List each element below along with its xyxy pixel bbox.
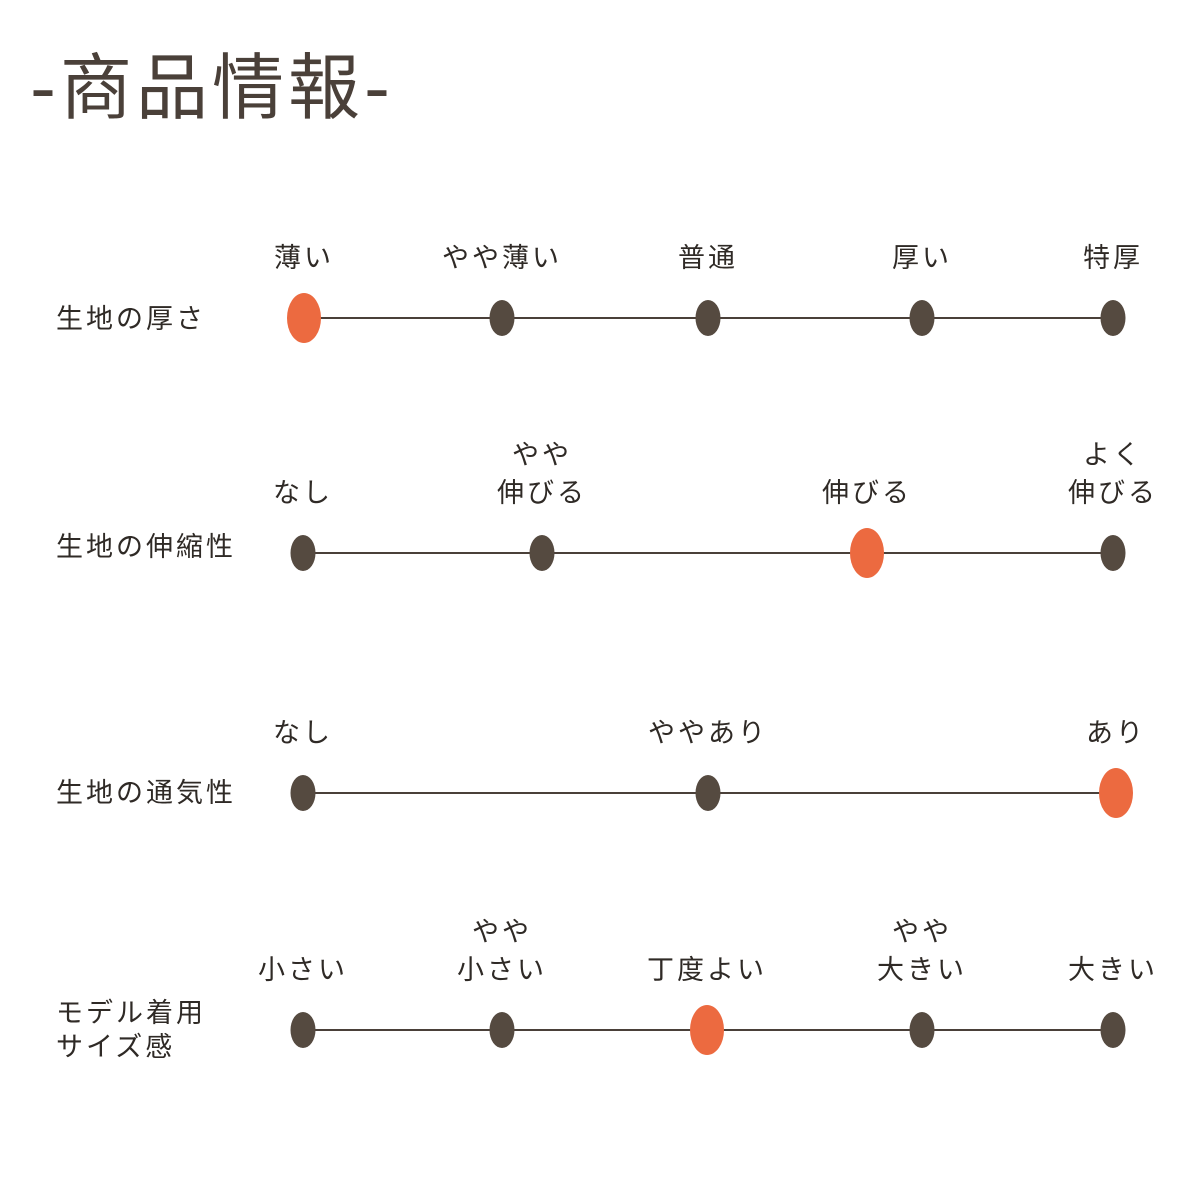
option-label-line: なし xyxy=(273,478,333,509)
row-label-line: サイズ感 xyxy=(56,1032,176,1063)
option-label-line: 伸びる xyxy=(497,478,587,509)
option-label-line: 丁度よい xyxy=(647,955,767,986)
scale-option-label: 特厚 xyxy=(1083,240,1143,278)
selected-scale-dot xyxy=(690,1005,724,1055)
scale-option-label: やや小さい xyxy=(457,914,547,990)
scale-dot xyxy=(290,535,316,571)
selected-scale-dot xyxy=(1099,768,1133,818)
scale-option-label: やや大きい xyxy=(877,914,967,990)
scale-option-label: 丁度よい xyxy=(647,952,767,990)
scale-dot xyxy=(489,1012,515,1048)
option-label-line: あり xyxy=(1086,718,1146,749)
scale-option-label: なし xyxy=(273,715,333,753)
row-label: モデル着用サイズ感 xyxy=(56,997,206,1065)
option-label-line: 伸びる xyxy=(822,478,912,509)
scale-dot xyxy=(695,775,721,811)
scale-option-label: やや伸びる xyxy=(497,437,587,513)
scale-option-label: 普通 xyxy=(678,240,738,278)
scale-dot xyxy=(290,775,316,811)
row-label-line: 生地の厚さ xyxy=(56,304,206,335)
option-label-line: やや xyxy=(472,917,532,948)
scale-option-label: なし xyxy=(273,475,333,513)
option-label-line: 特厚 xyxy=(1083,243,1143,274)
row-label: 生地の通気性 xyxy=(56,777,236,811)
option-label-line: やや xyxy=(892,917,952,948)
option-label-line: ややあり xyxy=(648,718,768,749)
scale-line xyxy=(303,552,1113,554)
scale-option-label: 厚い xyxy=(892,240,952,278)
row-label-line: 生地の伸縮性 xyxy=(56,532,236,563)
option-label-line: 薄い xyxy=(274,243,334,274)
scale-dot xyxy=(1100,300,1126,336)
scale-option-label: ややあり xyxy=(648,715,768,753)
option-label-line: 大きい xyxy=(877,955,967,986)
option-label-line: 普通 xyxy=(678,243,738,274)
selected-scale-dot xyxy=(850,528,884,578)
page-title: -商品情報- xyxy=(30,46,394,130)
option-label-line: よく xyxy=(1083,440,1143,471)
scale-option-label: 伸びる xyxy=(822,475,912,513)
row-label-line: モデル着用 xyxy=(56,998,206,1029)
option-label-line: 厚い xyxy=(892,243,952,274)
row-label-line: 生地の通気性 xyxy=(56,778,236,809)
option-label-line: 小さい xyxy=(457,955,547,986)
scale-dot xyxy=(1100,1012,1126,1048)
scale-dot xyxy=(909,1012,935,1048)
scale-dot xyxy=(909,300,935,336)
option-label-line: やや薄い xyxy=(442,243,562,274)
option-label-line: やや xyxy=(512,440,572,471)
scale-dot xyxy=(489,300,515,336)
scale-option-label: やや薄い xyxy=(442,240,562,278)
option-label-line: 大きい xyxy=(1068,955,1158,986)
row-label: 生地の伸縮性 xyxy=(56,531,236,565)
scale-option-label: あり xyxy=(1086,715,1146,753)
option-label-line: なし xyxy=(273,718,333,749)
row-label: 生地の厚さ xyxy=(56,303,206,337)
scale-option-label: 薄い xyxy=(274,240,334,278)
scale-option-label: よく伸びる xyxy=(1068,437,1158,513)
selected-scale-dot xyxy=(287,293,321,343)
scale-dot xyxy=(290,1012,316,1048)
option-label-line: 伸びる xyxy=(1068,478,1158,509)
scale-dot xyxy=(1100,535,1126,571)
scale-dot xyxy=(695,300,721,336)
scale-option-label: 大きい xyxy=(1068,952,1158,990)
scale-dot xyxy=(529,535,555,571)
scale-option-label: 小さい xyxy=(258,952,348,990)
option-label-line: 小さい xyxy=(258,955,348,986)
